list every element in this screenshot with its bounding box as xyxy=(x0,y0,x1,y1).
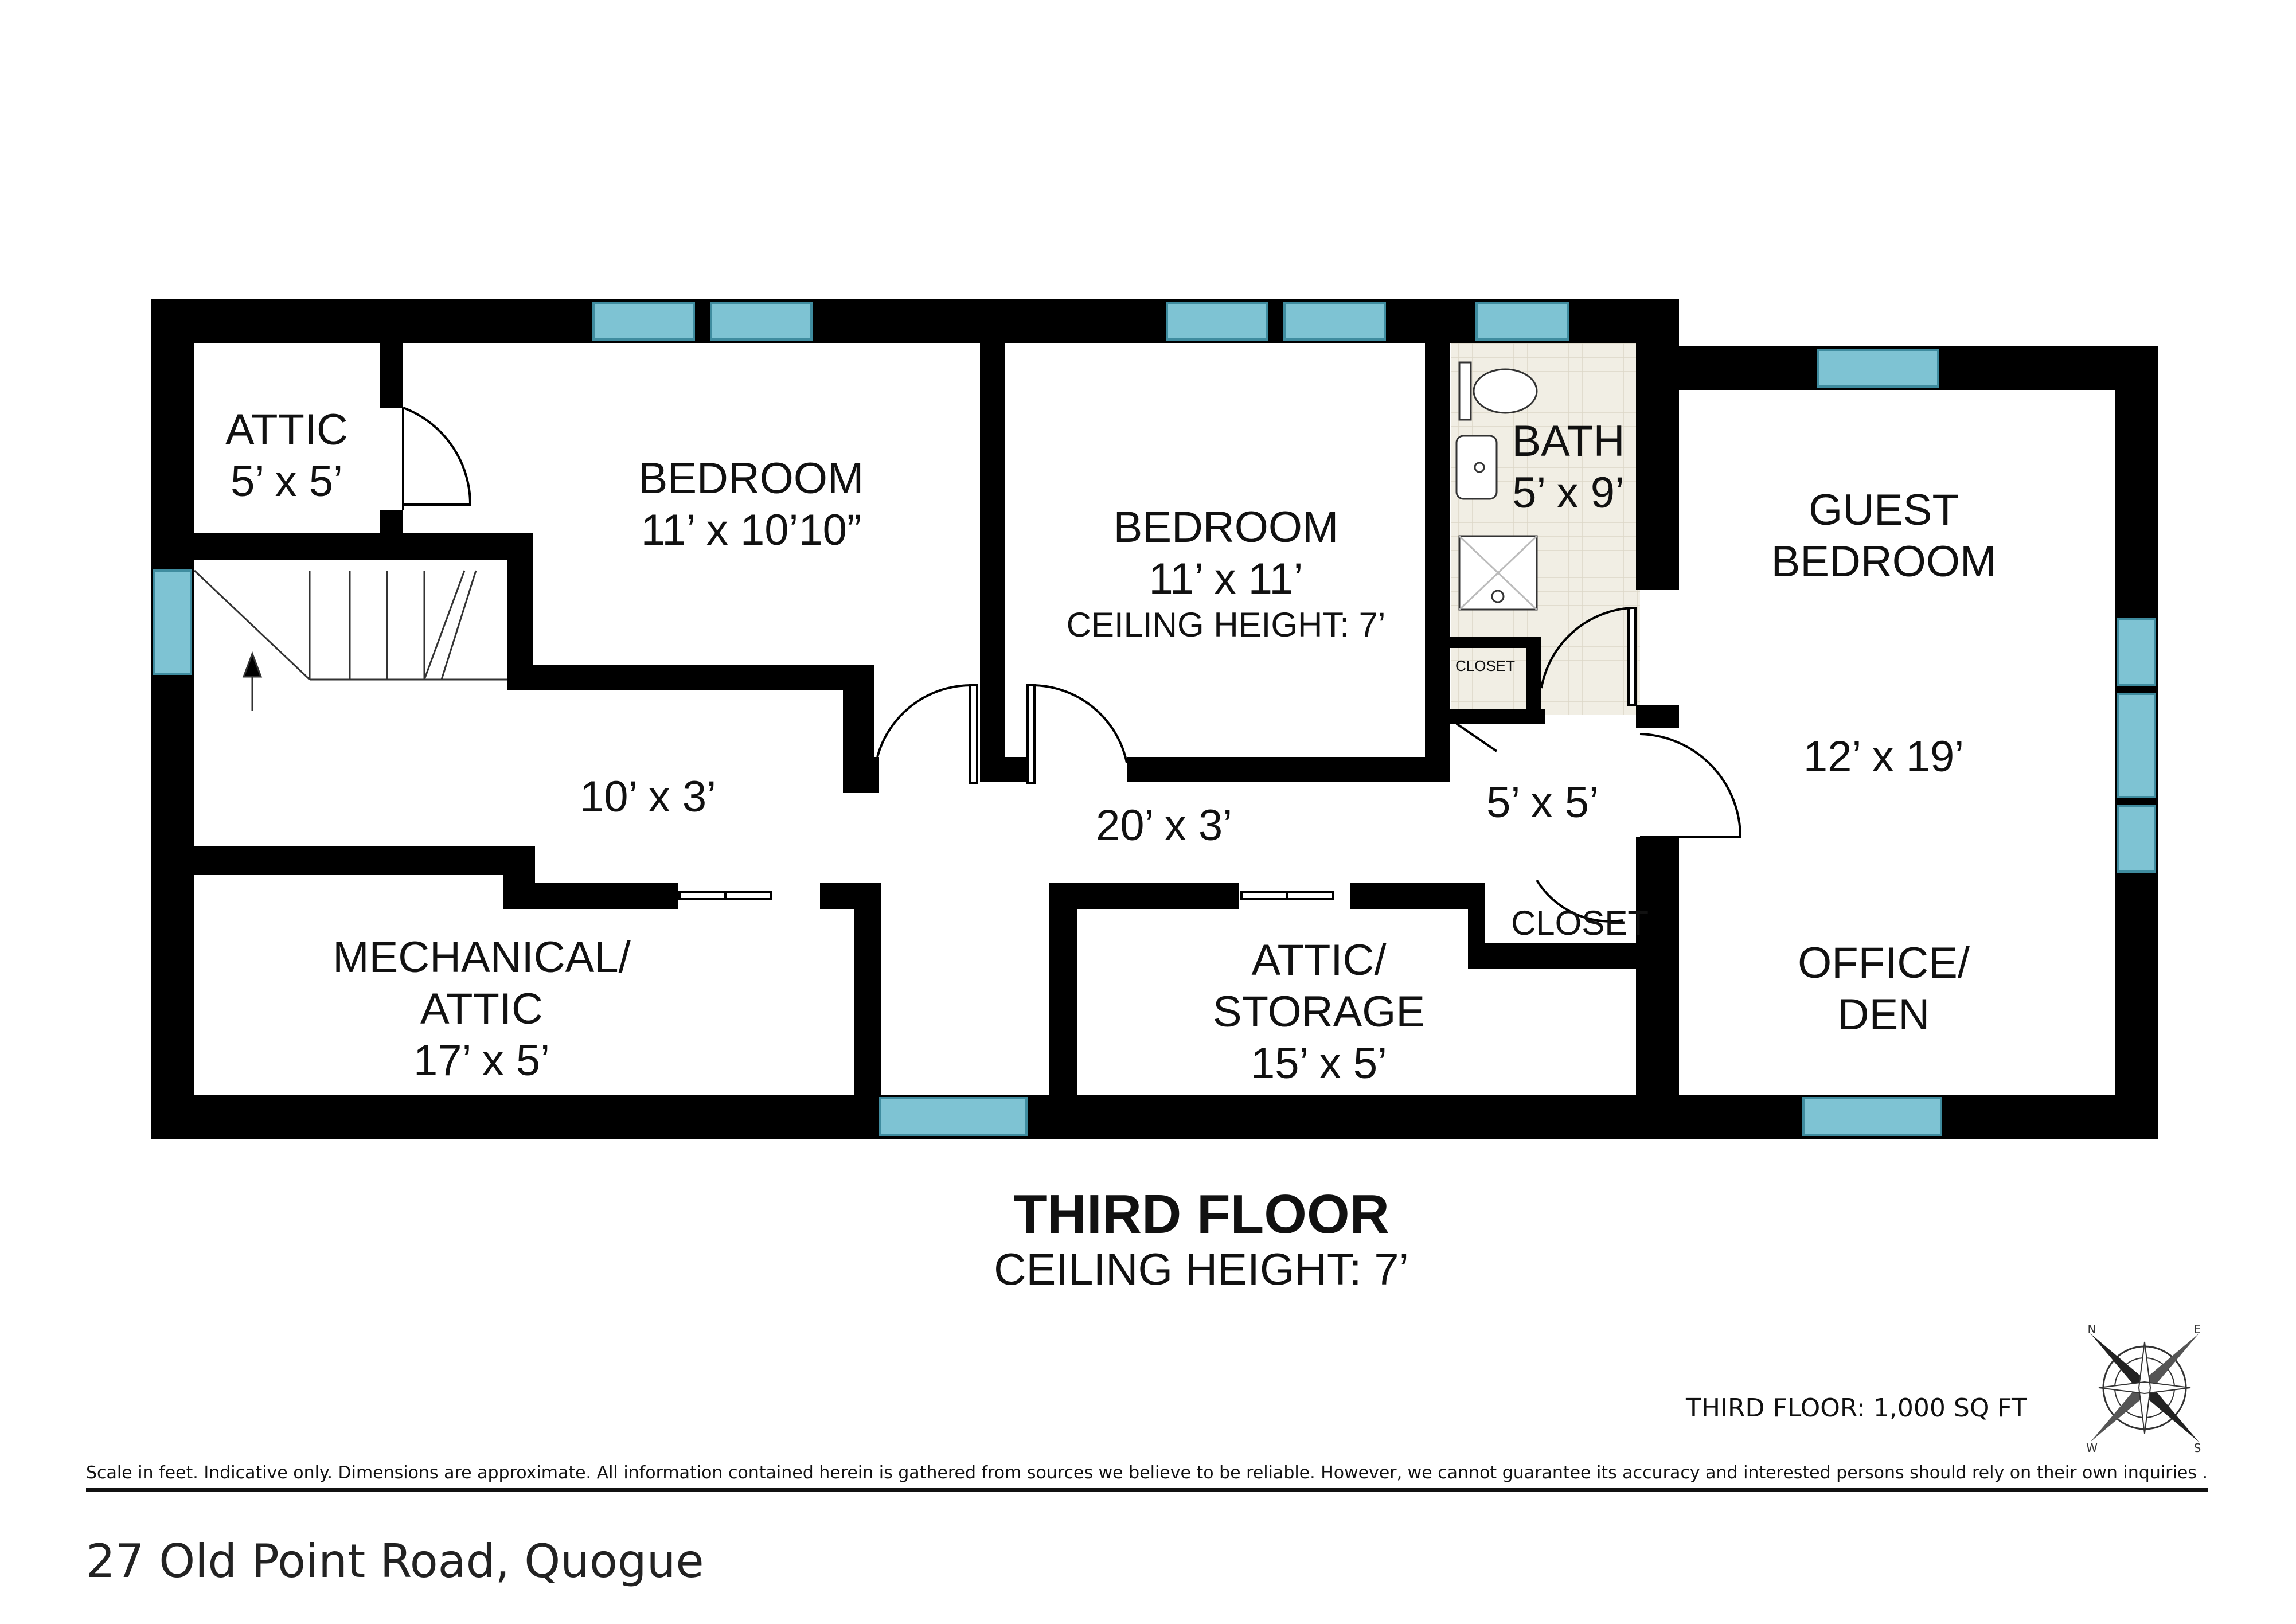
room-name: STORAGE xyxy=(1213,987,1425,1036)
hall-center-dims: 20’ x 3’ xyxy=(1096,801,1232,850)
room-label-bath: BATH 5’ x 9’ xyxy=(1512,417,1625,517)
divider xyxy=(86,1488,2208,1492)
room-label-attic-storage: ATTIC/ STORAGE 15’ x 5’ xyxy=(1213,936,1425,1088)
room-dims: 12’ x 19’ xyxy=(1803,732,1964,781)
room-alt-name: DEN xyxy=(1838,990,1930,1039)
room-dims: 11’ x 10’10” xyxy=(641,506,861,555)
staircase xyxy=(193,569,507,711)
windows xyxy=(153,302,2156,1136)
room-name: ATTIC xyxy=(225,405,348,454)
room-dims: 5’ x 5’ xyxy=(231,457,343,506)
room-name: BEDROOM xyxy=(639,454,864,503)
floor-title: THIRD FLOOR xyxy=(1013,1184,1389,1245)
room-label-bedroom-2: BEDROOM 11’ x 11’ CEILING HEIGHT: 7’ xyxy=(1067,503,1386,644)
room-note: CEILING HEIGHT: 7’ xyxy=(1067,606,1386,644)
room-name: BEDROOM xyxy=(1114,503,1339,552)
toilet-tank-icon xyxy=(1458,361,1472,421)
bath-fixtures xyxy=(1455,361,1538,611)
compass-w: W xyxy=(2086,1441,2098,1455)
floor-ceiling-height: CEILING HEIGHT: 7’ xyxy=(994,1244,1409,1294)
compass-icon: N E W S xyxy=(2086,1322,2201,1455)
compass-e: E xyxy=(2194,1322,2201,1336)
toilet-icon xyxy=(1473,368,1538,414)
closet-label-landing: CLOSET xyxy=(1511,904,1649,942)
property-address: 27 Old Point Road, Quogue xyxy=(86,1535,704,1588)
room-name: BEDROOM xyxy=(1771,537,1997,586)
room-dims: 5’ x 9’ xyxy=(1512,469,1625,517)
room-label-mechanical: MECHANICAL/ ATTIC 17’ x 5’ xyxy=(333,933,631,1085)
room-name: BATH xyxy=(1512,417,1625,466)
disclaimer: Scale in feet. Indicative only. Dimensio… xyxy=(86,1463,2208,1483)
room-name: GUEST xyxy=(1809,486,1959,534)
room-label-bedroom-1: BEDROOM 11’ x 10’10” xyxy=(639,454,864,555)
doors xyxy=(402,407,1742,923)
closet-label-bath: CLOSET xyxy=(1455,657,1515,674)
compass-n: N xyxy=(2088,1322,2096,1336)
room-dims: 15’ x 5’ xyxy=(1251,1039,1387,1088)
floor-area: THIRD FLOOR: 1,000 SQ FT xyxy=(1685,1393,2027,1423)
room-label-guest-bedroom: GUEST BEDROOM 12’ x 19’ OFFICE/ DEN xyxy=(1771,486,1997,1039)
room-name: ATTIC/ xyxy=(1251,936,1387,985)
room-dims: 17’ x 5’ xyxy=(413,1036,550,1085)
room-label-attic: ATTIC 5’ x 5’ xyxy=(225,405,348,506)
room-dims: 11’ x 11’ xyxy=(1149,555,1303,603)
room-name: ATTIC xyxy=(420,985,543,1033)
room-name: MECHANICAL/ xyxy=(333,933,631,982)
hall-left-dims: 10’ x 3’ xyxy=(580,772,716,821)
landing-dims: 5’ x 5’ xyxy=(1486,778,1599,827)
room-alt-name: OFFICE/ xyxy=(1798,939,1970,987)
compass-s: S xyxy=(2194,1441,2201,1455)
